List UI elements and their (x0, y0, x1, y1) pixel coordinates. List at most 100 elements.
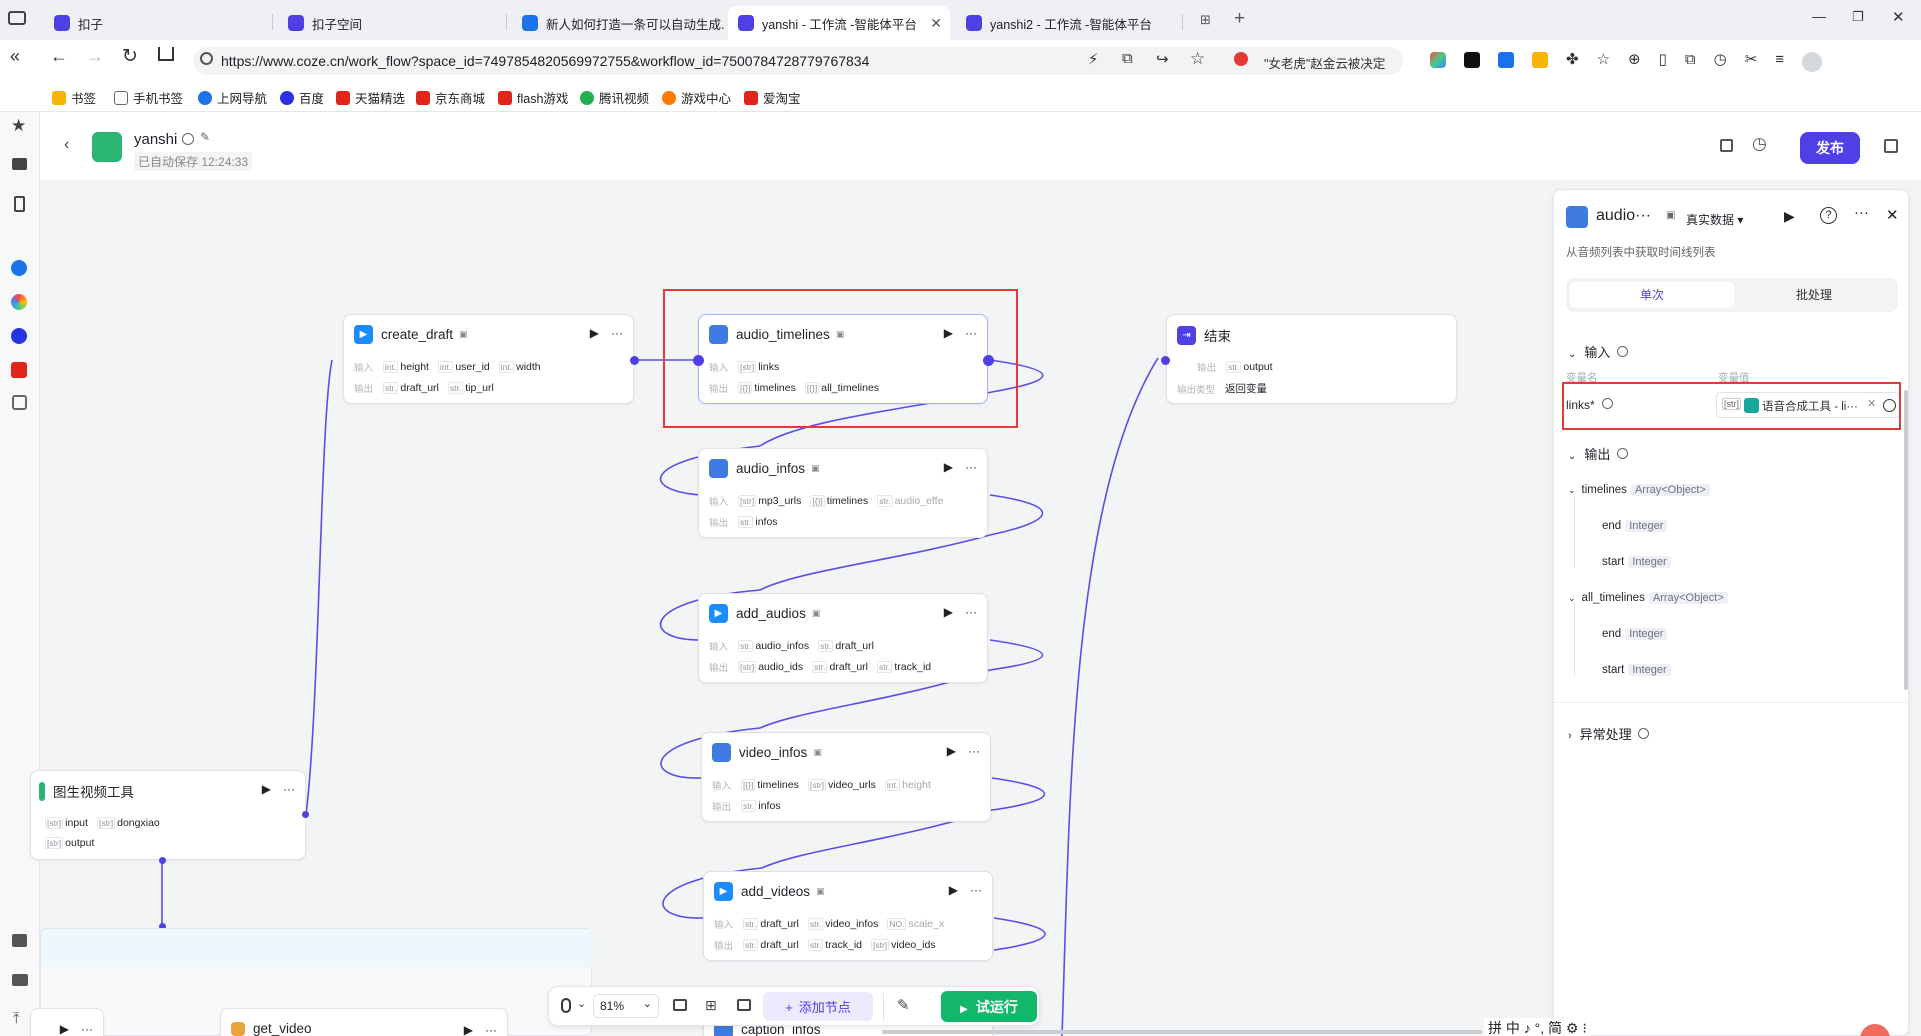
more-icon[interactable]: ··· (965, 605, 977, 619)
phone-icon[interactable]: ▯ (1658, 51, 1667, 68)
reload-icon[interactable]: ↻ (122, 46, 138, 67)
more-icon[interactable]: ··· (965, 460, 977, 474)
reader-icon[interactable]: ⧉ (1122, 50, 1133, 67)
home-icon[interactable] (158, 47, 174, 61)
minimap-icon[interactable] (737, 999, 751, 1011)
copy-icon[interactable]: ⧉ (1684, 51, 1696, 68)
more-icon[interactable]: ··· (970, 883, 982, 897)
data-mode-select[interactable]: 真实数据 ▾ (1686, 213, 1744, 227)
history-icon[interactable]: ◷ (1752, 134, 1767, 153)
mouse-mode-icon[interactable] (561, 998, 571, 1013)
dark-extension-icon[interactable] (1464, 52, 1480, 68)
node-audio-timelines[interactable]: audio_timelines ▣ ▶··· 输入 [str]links 输出 … (698, 314, 988, 404)
star-icon[interactable]: ☆ (1190, 49, 1206, 68)
translate-extension-icon[interactable] (1498, 52, 1514, 68)
back-arrow-icon[interactable]: ‹ (64, 136, 70, 153)
port[interactable] (630, 356, 639, 365)
puzzle-icon[interactable]: ✤ (1566, 51, 1579, 68)
run-node-icon[interactable]: ▶ (948, 883, 958, 897)
run-node-icon[interactable]: ▶ (943, 605, 953, 619)
test-run-button[interactable]: ▶试运行 (941, 991, 1037, 1022)
collapse-sidebar-icon[interactable]: « (10, 46, 21, 66)
port[interactable] (983, 355, 994, 366)
minimize-icon[interactable]: — (1812, 8, 1826, 24)
run-node-icon[interactable]: ▶ (1784, 208, 1795, 224)
briefcase-icon[interactable] (12, 974, 28, 986)
colorful-app-icon[interactable] (11, 294, 27, 310)
port[interactable] (159, 923, 166, 930)
sidebar-toggle-icon[interactable] (8, 11, 26, 25)
share-icon[interactable]: ↪ (1156, 51, 1169, 68)
tab-tutorial[interactable]: 新人如何打造一条可以自动生成... (512, 6, 724, 40)
settings-circle-icon[interactable] (1883, 399, 1896, 412)
more-icon[interactable]: ··· (283, 782, 295, 796)
bookmark-item[interactable]: 京东商城 (416, 88, 485, 107)
bookmark-item[interactable]: 腾讯视频 (580, 88, 649, 107)
url-text[interactable]: https://www.coze.cn/work_flow?space_id=7… (221, 53, 870, 69)
more-icon[interactable]: ··· (968, 744, 980, 758)
run-node-icon[interactable]: ▶ (589, 326, 599, 340)
colorful-extension-icon[interactable] (1430, 52, 1446, 68)
run-node-icon[interactable]: ▶ (943, 460, 953, 474)
port[interactable] (159, 857, 166, 864)
sidebar-tool-icon[interactable] (12, 934, 27, 947)
port[interactable] (1161, 356, 1170, 365)
node-get-video[interactable]: get_video ▶··· (220, 1008, 508, 1036)
debug-icon[interactable]: ✎ (897, 997, 910, 1014)
more-icon[interactable]: ··· (965, 326, 977, 340)
run-node-icon[interactable]: ▶ (463, 1023, 473, 1036)
node-add-videos[interactable]: ▶ add_videos ▣ ▶··· 输入 str.draft_url str… (703, 871, 993, 961)
more-icon[interactable]: ··· (485, 1023, 497, 1036)
clear-icon[interactable]: ✕ (1867, 398, 1877, 410)
pin-top-icon[interactable]: ⤒ (13, 1010, 20, 1027)
run-node-icon[interactable]: ▶ (261, 782, 271, 796)
layout-icon[interactable]: ⊞ (705, 997, 717, 1013)
tab-batch[interactable]: 批处理 (1734, 282, 1894, 308)
output-section-toggle[interactable]: ⌄输出 (1568, 444, 1629, 463)
restore-icon[interactable]: ❐ (1852, 9, 1864, 24)
back-icon[interactable]: ← (50, 46, 68, 66)
bookmark-item[interactable]: 书签 (52, 88, 96, 107)
url-bar[interactable] (193, 47, 1403, 75)
more-icon[interactable]: ··· (81, 1022, 93, 1036)
folder-extension-icon[interactable] (1532, 52, 1548, 68)
bookmark-item[interactable]: 百度 (280, 88, 324, 107)
tab-yanshi2[interactable]: yanshi2 - 工作流 -智能体平台 (956, 6, 1180, 40)
bookmark-item[interactable]: 游戏中心 (662, 88, 731, 107)
red-app-icon[interactable] (11, 362, 27, 378)
bookmark-item[interactable]: 上网导航 (198, 88, 267, 107)
history-icon[interactable]: ◷ (1713, 51, 1727, 68)
input-section-toggle[interactable]: ⌄输入 (1568, 342, 1629, 361)
tab-kouzi-space[interactable]: 扣子空间 (278, 6, 504, 40)
forward-icon[interactable]: → (86, 46, 104, 66)
news-search-text[interactable]: "女老虎"赵金云被决定 (1264, 57, 1386, 71)
node-add-audios[interactable]: ▶ add_audios ▣ ▶··· 输入 str.audio_infos s… (698, 593, 988, 683)
more-icon[interactable]: ··· (611, 326, 623, 340)
menu-icon[interactable]: ≡ (1775, 51, 1785, 68)
canvas-scrollbar[interactable] (882, 1030, 1482, 1034)
avatar[interactable] (1802, 52, 1823, 72)
chevron-down-icon[interactable]: ⌄ (577, 998, 587, 1010)
run-node-icon[interactable]: ▶ (946, 744, 956, 758)
copy-workflow-icon[interactable] (1720, 139, 1733, 152)
tab-grid-icon[interactable]: ⊞ (1200, 12, 1211, 27)
port[interactable] (693, 355, 704, 366)
tab-single[interactable]: 单次 (1570, 282, 1734, 308)
lightning-icon[interactable]: ⚡ (1088, 51, 1099, 68)
bookmark-item[interactable]: 手机书签 (114, 88, 183, 107)
node-end[interactable]: ⇥ 结束 输出 str.output 输出类型 返回变量 (1166, 314, 1457, 404)
zoom-select[interactable]: 81% ⌄ (593, 994, 659, 1018)
node-audio-infos[interactable]: audio_infos ▣ ▶··· 输入 [str]mp3_urls [{}]… (698, 448, 988, 538)
edit-icon[interactable]: ✎ (200, 130, 211, 144)
search-app-icon[interactable] (11, 260, 27, 276)
tab-yanshi-active[interactable]: yanshi - 工作流 -智能体平台 ✕ (728, 6, 950, 40)
phone-sidebar-icon[interactable] (14, 196, 25, 212)
more-panel-icon[interactable] (1884, 139, 1898, 153)
port[interactable] (302, 811, 309, 818)
download-icon[interactable]: ⊕ (1628, 51, 1641, 68)
node-partial-left[interactable]: ▶··· (30, 1008, 104, 1036)
tab-kouzi[interactable]: 扣子 (44, 6, 270, 40)
info-icon[interactable] (182, 133, 194, 145)
run-node-icon[interactable]: ▶ (943, 326, 953, 340)
add-node-button[interactable]: +添加节点 (763, 992, 873, 1021)
